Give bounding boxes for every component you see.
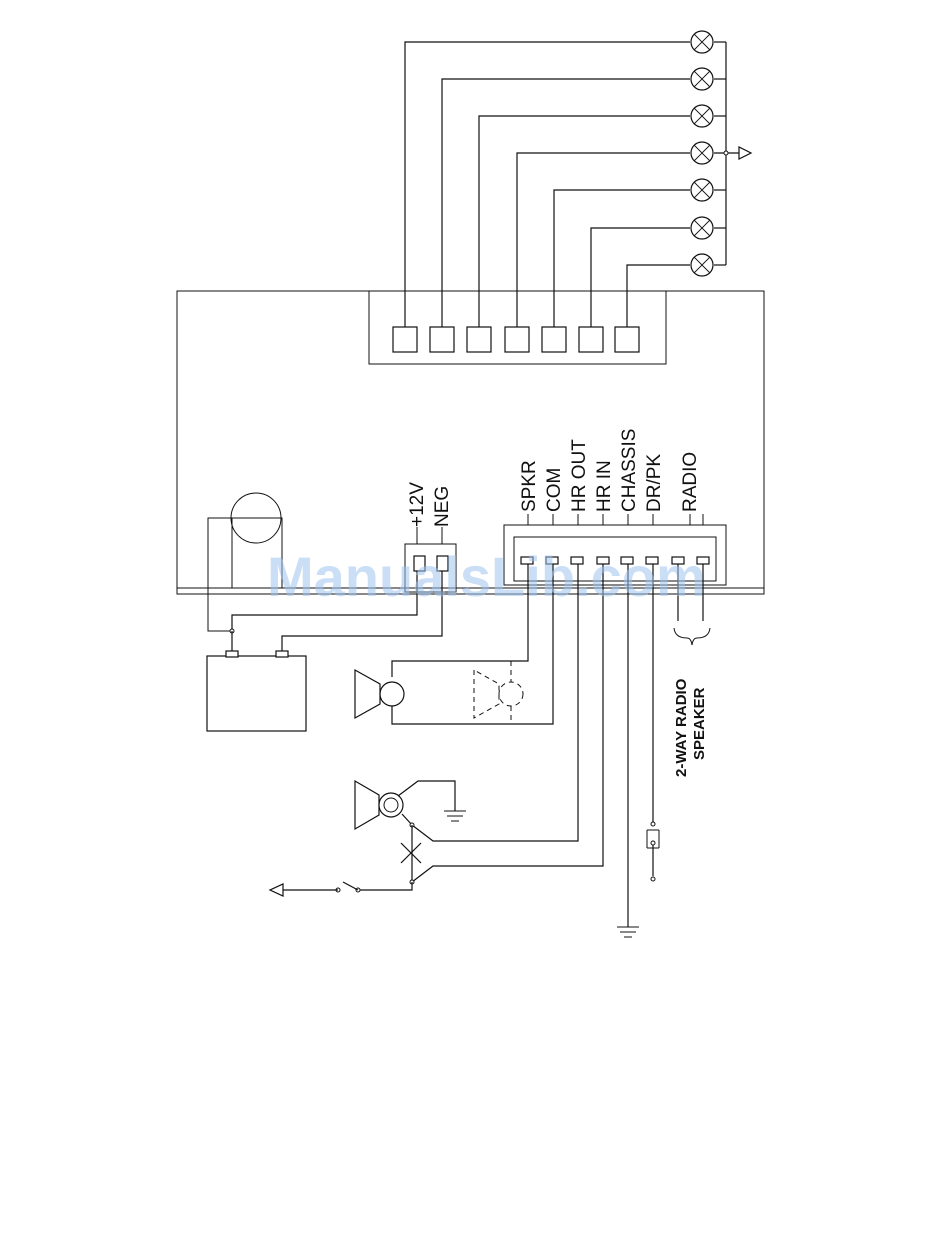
- terminal-label-hr-in: HR IN: [594, 460, 615, 512]
- chassis-ground-icon: [617, 927, 639, 937]
- radio-speaker-label-line1: 2-WAY RADIO: [673, 678, 690, 777]
- lamp-pin-2: [430, 327, 454, 352]
- door-switch-icon: [647, 822, 659, 881]
- lamp-pin-6: [579, 327, 603, 352]
- lamp-pin-1: [393, 327, 417, 352]
- lamp-pin-4: [505, 327, 529, 352]
- lamp-pin-5: [542, 327, 566, 352]
- ground-icon: [444, 811, 466, 821]
- lamp-pin-7: [615, 327, 639, 352]
- terminal-wires: [392, 564, 703, 927]
- lamp-icon: [691, 31, 713, 276]
- horn-switch: [270, 823, 421, 896]
- battery-icon: [207, 629, 306, 731]
- watermark: ManualsLib.com: [267, 545, 706, 608]
- radio-speaker-label-line2: SPEAKER: [691, 687, 708, 760]
- horn-icon: [355, 781, 455, 829]
- lamp-pin-3: [467, 327, 491, 352]
- terminal-label-chassis: CHASSIS: [619, 429, 640, 512]
- optional-speaker-icon: [474, 661, 523, 724]
- terminal-label-hr-out: HR OUT: [569, 439, 590, 512]
- output-arrow-icon: [739, 147, 751, 159]
- horn-ring-arrow-icon: [270, 884, 283, 896]
- radio-speaker-brace: 2-WAY RADIO SPEAKER: [673, 628, 710, 777]
- terminal-label-spkr: SPKR: [519, 460, 540, 512]
- terminal-label-drpk: DR/PK: [644, 454, 665, 512]
- terminal-label-radio: RADIO: [680, 452, 701, 512]
- siren-speaker-icon: [355, 670, 404, 718]
- neg-label: NEG: [432, 486, 453, 527]
- terminal-label-com: COM: [544, 468, 565, 512]
- plus12v-label: +12V: [407, 482, 428, 527]
